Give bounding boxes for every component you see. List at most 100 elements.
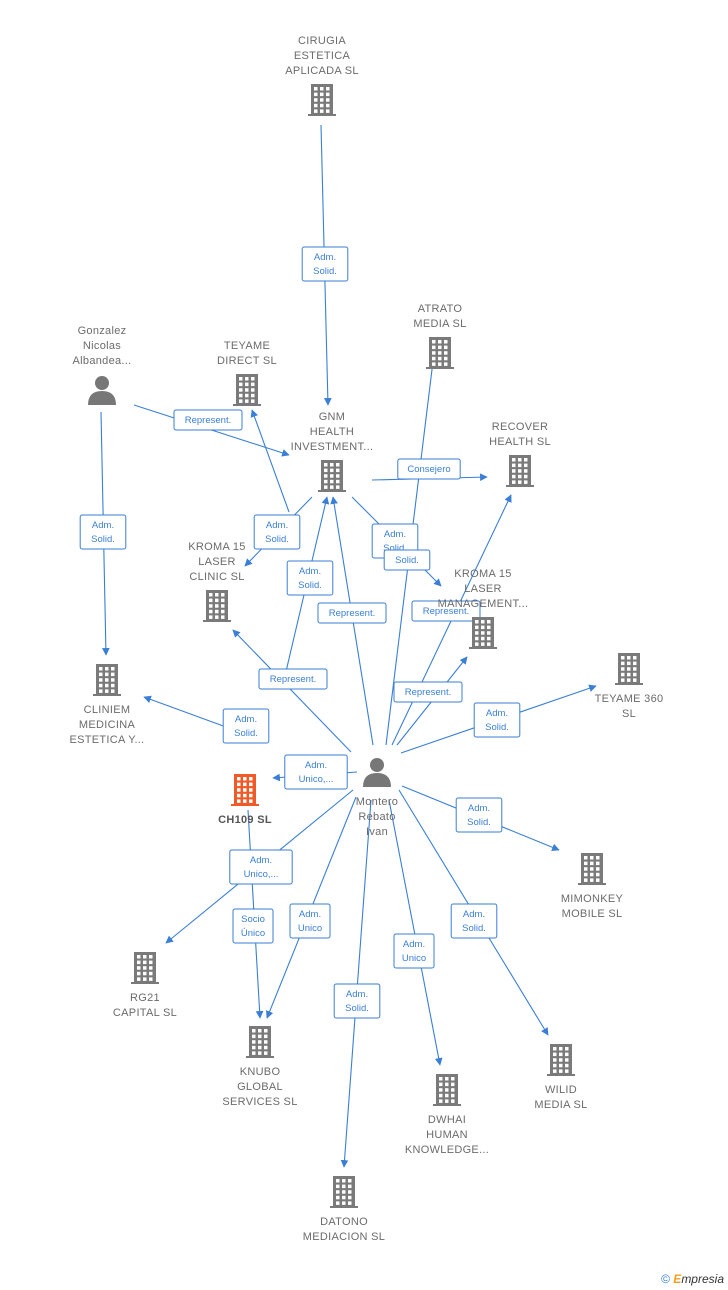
edge-label-text: Adm. [250,855,272,866]
node-kroma_mgmt[interactable]: KROMA 15LASERMANAGEMENT... [438,568,529,649]
edge-label-box [289,903,331,939]
edge-label-text: Adm. [384,529,406,540]
node-label: Montero [356,796,398,808]
node-label: KROMA 15 [188,541,245,553]
edge-label-box [253,514,301,550]
edge-label-montero-datono[interactable]: Adm. Solid. [333,983,381,1019]
building-icon [246,1026,274,1058]
edge-label-montero-rg21[interactable]: Adm.Unico,... [229,849,293,885]
copyright-icon: © [661,1272,670,1286]
building-icon [506,455,534,487]
node-label: TEYAME [224,340,270,352]
building-icon [433,1074,461,1106]
building-icon [231,774,259,806]
edge-label-text: Represent. [423,606,469,617]
edge-label-box [450,903,498,939]
edge-label-montero-recover[interactable]: Represent. [411,600,481,622]
brand-logo-text: mpresia [681,1272,724,1286]
node-label: ESTETICA [294,50,351,62]
node-label: DATONO [320,1216,368,1228]
edge-label-text: Adm. [486,708,508,719]
edge-label-box [317,602,387,624]
edge-label-text: Solid. [467,817,491,828]
edge-label-text: Represent. [405,687,451,698]
node-label: Rebato [358,811,395,823]
edge-label-text: Solid. [383,543,407,554]
node-label: Ivan [366,826,388,838]
node-gnm[interactable]: GNMHEALTHINVESTMENT... [291,411,374,492]
edge-label-montero-gnm[interactable]: Represent. [317,602,387,624]
edge-label-montero-atrato[interactable]: Solid. [383,549,431,571]
edge-label-montero-knubo[interactable]: Adm.Unico [289,903,331,939]
edge-label-montero-dwhai[interactable]: Adm.Unico [393,933,435,969]
edge-label-ch109-cliniem[interactable]: Adm.Solid. [222,708,270,744]
node-label: CAPITAL SL [113,1007,177,1019]
node-label: KNOWLEDGE... [405,1144,489,1156]
edge-label-text: Consejero [407,464,450,475]
node-ch109[interactable]: CH109 SL [218,774,272,826]
node-label: CIRUGIA [298,35,346,47]
edge-label-box [473,702,521,738]
edge-label-text: Solid. [265,534,289,545]
edge-label-box [222,708,270,744]
edge-label-cirugia-gnm[interactable]: Adm.Solid. [301,246,349,282]
edge-label-box [232,908,274,944]
edge-label-text: Adm. [346,989,368,1000]
edge-label-text: Adm. [463,909,485,920]
edge-label-text: Solid. [313,266,337,277]
node-label: Nicolas [83,340,121,352]
edge-label-gnm-recover[interactable]: Consejero [397,458,461,480]
node-atrato[interactable]: ATRATO MEDIA SL [413,303,466,369]
edge-label-gonzalez-cliniem[interactable]: Adm.Solid. [79,514,127,550]
edge-label-text: Adm. [92,520,114,531]
edge-label-text: Socio [241,914,265,925]
edge-label-text: Solid. [345,1003,369,1014]
edge-label-montero-kroma_mgmt[interactable]: Represent. [393,681,463,703]
building-icon [615,653,643,685]
node-label: ATRATO [418,303,463,315]
node-dwhai[interactable]: DWHAIHUMANKNOWLEDGE... [405,1074,489,1156]
node-label: Gonzalez [78,325,127,337]
node-label: LASER [198,556,236,568]
person-icon [363,758,391,787]
edge-label-ch109-teyame_direct[interactable]: Adm.Solid. [253,514,301,550]
node-label: KNUBO [240,1066,281,1078]
edge-label-montero-wilid[interactable]: Adm. Solid. [450,903,498,939]
node-gonzalez[interactable]: GonzalezNicolasAlbandea... [73,325,132,405]
building-icon [318,460,346,492]
edge-label-text: Solid. [485,722,509,733]
edge-label-ch109-gnm[interactable]: Adm.Solid. [286,560,334,596]
node-label: LASER [464,583,502,595]
edge-label-gonzalez-gnm[interactable]: Represent. [173,409,243,431]
edge-label-text: Solid. [234,728,258,739]
edge-label-montero-mimonkey[interactable]: Adm.Solid. [455,797,503,833]
edge-label-text: Adm. [305,760,327,771]
node-kroma_clinic[interactable]: KROMA 15 LASER CLINIC SL [188,541,245,622]
node-label: MEDIA SL [413,318,466,330]
edge-label-montero-kroma_clinic[interactable]: Represent. [258,668,328,690]
edge-label-box [333,983,381,1019]
watermark: © Empresia [661,1272,724,1286]
edge-label-montero-ch109[interactable]: Adm.Unico,... [284,754,348,790]
edge-label-box [173,409,243,431]
node-label: CH109 SL [218,814,272,826]
edge-label-box [258,668,328,690]
edge-label-text: Solid. [462,923,486,934]
node-label: CLINIC SL [189,571,244,583]
brand-logo-initial: E [673,1272,682,1286]
building-icon [203,590,231,622]
edge-label-montero-teyame360[interactable]: Adm. Solid. [473,702,521,738]
